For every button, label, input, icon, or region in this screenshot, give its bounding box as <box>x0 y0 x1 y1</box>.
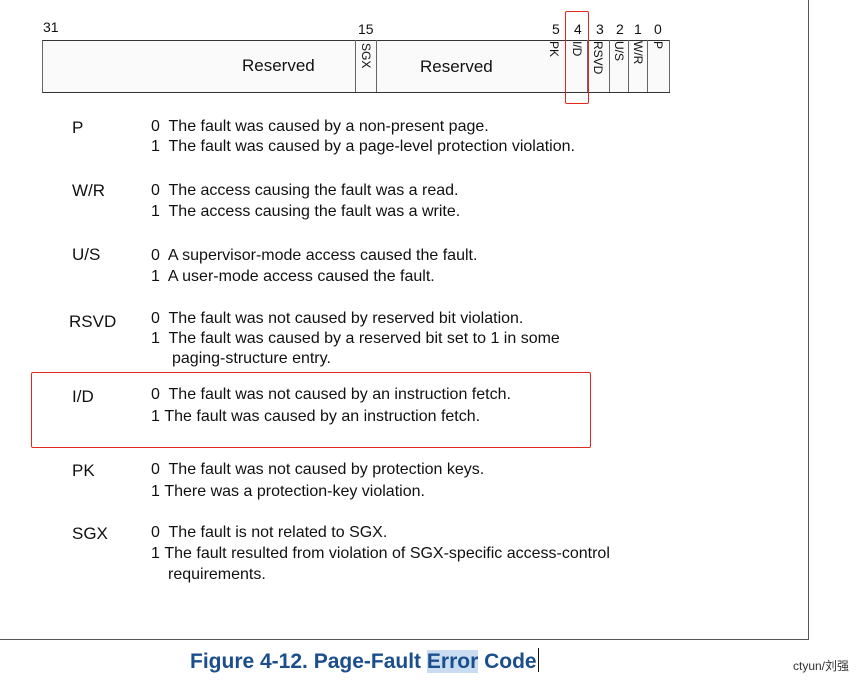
field-name-id: I/D <box>72 387 94 406</box>
bit-label-sgx: SGX <box>359 43 373 69</box>
field-id-value-1: 1 The fault was caused by an instruction… <box>151 408 481 425</box>
watermark: ctyun/刘强 <box>793 659 850 673</box>
field-wr-value-0: 0 The access causing the fault was a rea… <box>151 182 459 199</box>
text-cursor <box>537 648 540 672</box>
field-sgx-value-0: 0 The fault is not related to SGX. <box>151 524 388 541</box>
register-divider <box>376 40 377 92</box>
reserved-high-label: Reserved <box>242 56 315 75</box>
page-border-right <box>808 0 809 640</box>
register-divider <box>355 40 356 92</box>
bit-label-rsvd: RSVD <box>591 41 605 75</box>
field-name-pk: PK <box>72 461 95 480</box>
field-wr-value-1: 1 The access causing the fault was a wri… <box>151 203 461 220</box>
field-p-value-1: 1 The fault was caused by a page-level p… <box>151 138 575 155</box>
page-border-bottom <box>0 639 809 640</box>
field-sgx-value-1: 1 The fault resulted from violation of S… <box>151 545 610 562</box>
field-id-value-0: 0 The fault was not caused by an instruc… <box>151 386 511 403</box>
bit-number-0: 0 <box>654 21 662 37</box>
register-divider <box>587 40 588 92</box>
register-divider <box>647 40 648 92</box>
field-name-p: P <box>72 118 84 137</box>
field-sgx-continuation: requirements. <box>168 566 266 583</box>
bit-label-wr: W/R <box>631 41 645 65</box>
field-rsvd-value-1: 1 The fault was caused by a reserved bit… <box>151 330 560 347</box>
field-us-value-1: 1 A user-mode access caused the fault. <box>151 268 435 285</box>
bit-number-3: 3 <box>596 21 604 37</box>
reserved-low-label: Reserved <box>420 57 493 76</box>
field-rsvd-value-0: 0 The fault was not caused by reserved b… <box>151 310 524 327</box>
field-us-value-0: 0 A supervisor-mode access caused the fa… <box>151 247 478 264</box>
bit-label-pk: PK <box>547 41 561 58</box>
register-divider <box>609 40 610 92</box>
register-divider <box>669 40 670 92</box>
bit-label-p: P <box>651 41 665 50</box>
field-pk-value-1: 1 There was a protection-key violation. <box>151 483 425 500</box>
figure-caption[interactable]: Figure 4-12. Page-Fault Error Code <box>190 648 540 675</box>
field-rsvd-continuation: paging-structure entry. <box>172 350 331 367</box>
bit-number-1: 1 <box>634 21 642 37</box>
field-pk-value-0: 0 The fault was not caused by protection… <box>151 461 485 478</box>
field-name-us: U/S <box>72 245 101 264</box>
bit-number-5: 5 <box>552 21 560 37</box>
bit-number-15: 15 <box>358 21 374 37</box>
field-name-wr: W/R <box>72 181 106 200</box>
bit-number-2: 2 <box>616 21 624 37</box>
bit-label-id: I/D <box>570 41 584 57</box>
field-name-rsvd: RSVD <box>69 312 117 331</box>
bit-number-31: 31 <box>43 19 59 35</box>
bit-label-us: U/S <box>612 41 626 62</box>
register-divider <box>628 40 629 92</box>
highlight-id-field <box>31 372 591 448</box>
highlight-bit-4 <box>565 11 589 104</box>
selected-text[interactable]: Error <box>426 650 479 673</box>
field-name-sgx: SGX <box>72 524 108 543</box>
field-p-value-0: 0 The fault was caused by a non-present … <box>151 118 489 135</box>
bit-number-4: 4 <box>574 21 582 37</box>
